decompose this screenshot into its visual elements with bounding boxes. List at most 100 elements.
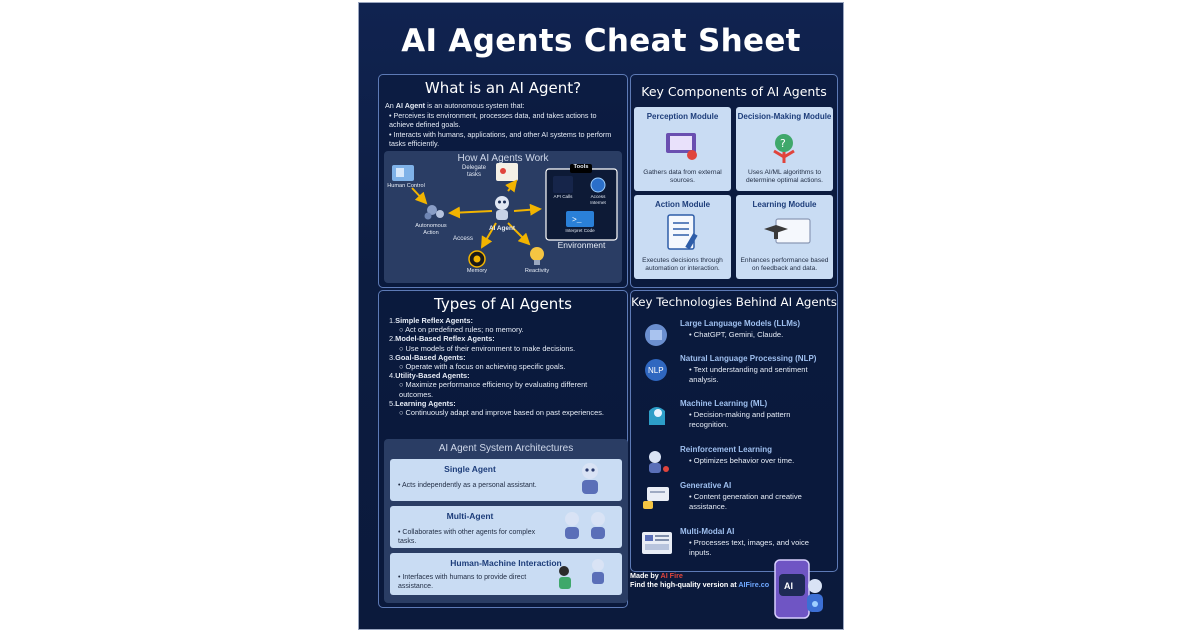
action-module-card: Action Module Executes decisions through… bbox=[634, 195, 731, 279]
architectures-heading: AI Agent System Architectures bbox=[438, 443, 574, 454]
phone-robot-illustration: AI bbox=[774, 559, 823, 619]
type-desc: ○ Continuously adapt and improve based o… bbox=[399, 408, 604, 418]
tech-desc: • Decision-making and pattern recognitio… bbox=[689, 410, 791, 429]
technologies-heading: Key Technologies Behind AI Agents bbox=[631, 295, 837, 309]
tech-desc: • Text understanding and sentiment analy… bbox=[689, 365, 808, 384]
delegate-tasks-label: Delegate tasks bbox=[461, 165, 487, 178]
type-item: 2.Model-Based Reflex Agents: bbox=[389, 334, 495, 344]
reactivity-label: Reactivity bbox=[524, 268, 550, 274]
cheat-sheet-poster: AI Agents Cheat Sheet What is an AI Agen… bbox=[358, 2, 844, 630]
tech-title: Reinforcement Learning bbox=[680, 445, 773, 454]
architectures-box: AI Agent System Architectures Single Age… bbox=[384, 439, 628, 603]
type-item: 5.Learning Agents: bbox=[389, 398, 456, 408]
access-internet-label: Access Internet bbox=[590, 194, 606, 205]
phone-ai-label: AI bbox=[784, 581, 793, 591]
tech-title: Natural Language Processing (NLP) bbox=[680, 354, 817, 363]
type-desc: ○ Act on predefined rules; no memory. bbox=[399, 325, 524, 335]
what-is-agent-panel: What is an AI Agent? An AI Agent is an a… bbox=[378, 74, 628, 288]
ai-agent-label: AI Agent bbox=[488, 225, 516, 232]
tools-tag bbox=[570, 164, 592, 173]
perception-module-card: Perception Module Gathers data from exte… bbox=[634, 107, 731, 191]
multi-robot-icon bbox=[565, 512, 605, 539]
learning-module-title: Learning Module bbox=[752, 200, 817, 209]
reactivity-icon bbox=[530, 247, 544, 265]
brand-link[interactable]: AI Fire bbox=[660, 571, 683, 580]
action-icon bbox=[667, 214, 698, 250]
type-item: 3.Goal-Based Agents: bbox=[389, 352, 466, 362]
delegate-icon bbox=[496, 163, 518, 181]
api-calls-label: API Calls bbox=[553, 194, 573, 199]
tech-genai: Generative AI • Content generation and c… bbox=[639, 481, 843, 521]
agent-intro-bold: AI Agent bbox=[395, 101, 426, 110]
tech-desc: • Processes text, images, and voice inpu… bbox=[689, 538, 810, 557]
svg-text:>_: >_ bbox=[572, 216, 582, 225]
type-desc: ○ Operate with a focus on achieving spec… bbox=[399, 362, 566, 372]
decision-module-card: Decision-Making Module ? Uses AI/ML algo… bbox=[736, 107, 833, 191]
tech-nlp: NLP Natural Language Processing (NLP) • … bbox=[639, 354, 843, 394]
type-desc: ○ Use models of their environment to mak… bbox=[399, 343, 576, 353]
media-panel-icon bbox=[642, 532, 672, 554]
robot-reward-icon bbox=[649, 451, 669, 473]
multi-agent-title: Multi-Agent bbox=[446, 511, 494, 521]
human-machine-card: Human-Machine Interaction • Interfaces w… bbox=[390, 553, 622, 595]
human-machine-desc: • Interfaces with humans to provide dire… bbox=[398, 574, 527, 590]
hand-cards-icon bbox=[643, 487, 669, 509]
type-desc: ○ Maximize performance efficiency by eva… bbox=[399, 380, 588, 399]
human-machine-title: Human-Machine Interaction bbox=[450, 558, 562, 568]
single-agent-desc: • Acts independently as a personal assis… bbox=[398, 482, 537, 489]
svg-text:NLP: NLP bbox=[648, 366, 664, 375]
tech-title: Multi-Modal AI bbox=[680, 527, 735, 536]
single-agent-title: Single Agent bbox=[444, 464, 496, 474]
autonomous-action-icon bbox=[424, 205, 444, 220]
footer-credits: Made by AI Fire Find the high-quality ve… bbox=[630, 571, 770, 589]
mascot-robot-icon bbox=[807, 579, 823, 612]
tech-title: Generative AI bbox=[680, 481, 732, 490]
perception-icon bbox=[666, 133, 697, 160]
types-list: 1.Simple Reflex Agents: ○ Act on predefi… bbox=[389, 316, 623, 417]
multi-agent-desc: • Collaborates with other agents for com… bbox=[398, 529, 536, 545]
how-agents-work-diagram: How AI Agents Work bbox=[384, 151, 622, 283]
memory-label: Memory bbox=[466, 268, 488, 274]
environment-label: Environment bbox=[557, 240, 606, 250]
ai-agent-robot-icon bbox=[495, 196, 509, 220]
diagram-title: How AI Agents Work bbox=[457, 153, 549, 164]
human-robot-icon bbox=[559, 559, 604, 589]
types-heading: Types of AI Agents bbox=[434, 295, 572, 313]
brain-chip-icon bbox=[645, 324, 667, 346]
nlp-icon: NLP bbox=[645, 359, 667, 381]
tech-rl: Reinforcement Learning • Optimizes behav… bbox=[639, 445, 843, 485]
code-icon bbox=[566, 211, 594, 227]
interpret-code-label: Interpret Code bbox=[565, 228, 595, 233]
type-item: 4.Utility-Based Agents: bbox=[389, 371, 470, 381]
site-link[interactable]: AIFire.co bbox=[738, 580, 770, 589]
agent-intro: An AI Agent is an autonomous system that… bbox=[385, 101, 525, 110]
globe-icon bbox=[590, 177, 606, 193]
human-control-label: Human Control bbox=[387, 183, 425, 189]
tools-label: Tools bbox=[573, 164, 589, 170]
decision-module-title: Decision-Making Module bbox=[737, 112, 832, 121]
tech-llm: Large Language Models (LLMs) • ChatGPT, … bbox=[639, 319, 843, 359]
learning-module-card: Learning Module Enhances performance bas… bbox=[736, 195, 833, 279]
what-is-agent-heading: What is an AI Agent? bbox=[424, 79, 582, 97]
decision-module-desc: Uses AI/ML algorithms to determine optim… bbox=[746, 169, 823, 184]
access-label: Access bbox=[453, 235, 473, 242]
single-robot-icon bbox=[582, 463, 598, 494]
tech-desc: • ChatGPT, Gemini, Claude. bbox=[689, 330, 784, 339]
types-panel: Types of AI Agents 1.Simple Reflex Agent… bbox=[378, 290, 628, 608]
perception-module-desc: Gathers data from external sources. bbox=[643, 169, 722, 184]
tech-desc: • Content generation and creative assist… bbox=[689, 492, 802, 511]
perception-module-title: Perception Module bbox=[646, 112, 719, 121]
memory-icon bbox=[468, 250, 486, 268]
tech-multimodal: Multi-Modal AI • Processes text, images,… bbox=[639, 527, 843, 567]
multi-agent-card: Multi-Agent • Collaborates with other ag… bbox=[390, 506, 622, 548]
tech-title: Large Language Models (LLMs) bbox=[680, 319, 801, 328]
api-icon bbox=[553, 176, 573, 193]
key-components-panel: Key Components of AI Agents Perception M… bbox=[630, 74, 838, 288]
head-gear-icon bbox=[649, 407, 665, 425]
action-module-desc: Executes decisions through automation or… bbox=[642, 257, 723, 272]
learning-module-desc: Enhances performance based on feedback a… bbox=[740, 257, 829, 272]
key-components-heading: Key Components of AI Agents bbox=[641, 84, 827, 99]
action-module-title: Action Module bbox=[654, 200, 711, 209]
svg-text:?: ? bbox=[780, 137, 786, 150]
agent-bullet: • Perceives its environment, processes d… bbox=[389, 111, 597, 130]
